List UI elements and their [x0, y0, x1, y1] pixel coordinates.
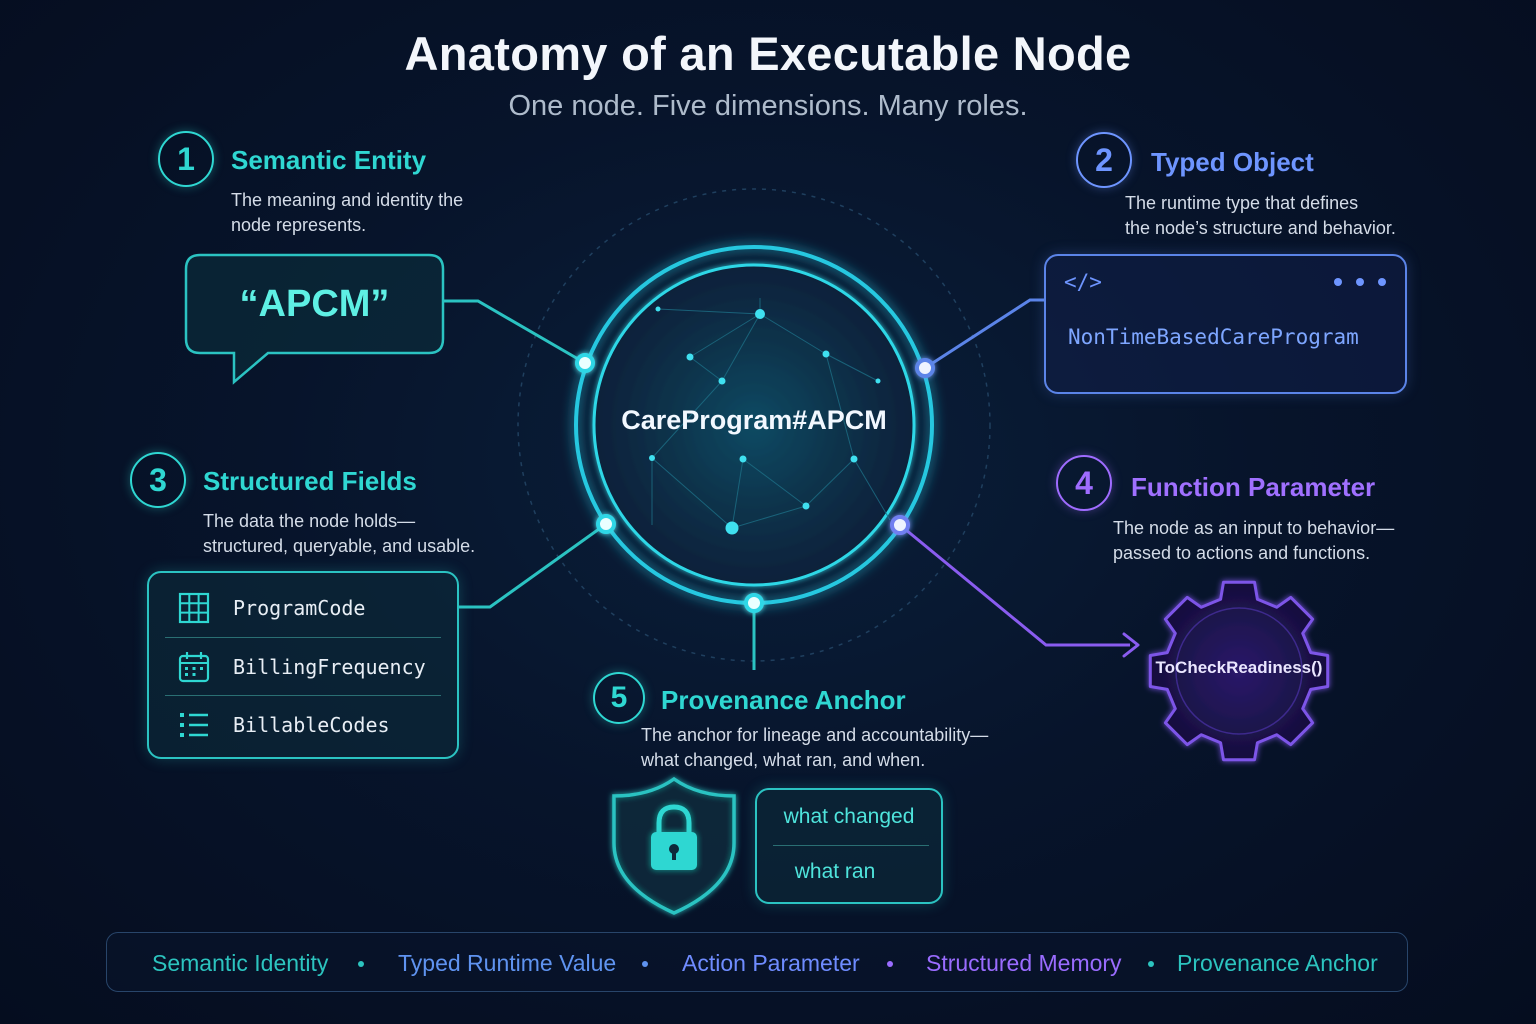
section-4-description-line: The node as an input to behavior—	[1113, 518, 1395, 538]
section-2-number: 2	[1076, 132, 1132, 188]
calendar-icon	[178, 652, 210, 683]
type-card: </> NonTimeBasedCareProgram	[1044, 254, 1407, 394]
semantic-quote: “APCM”	[239, 283, 390, 325]
grid-icon	[178, 592, 210, 624]
center-node-label: CareProgram#APCM	[621, 405, 887, 435]
footer-item: Structured Memory	[926, 950, 1122, 976]
page-title: Anatomy of an Executable Node	[404, 27, 1132, 80]
section-4-number: 4	[1056, 455, 1112, 511]
section-5-description-line: The anchor for lineage and accountabilit…	[641, 725, 989, 745]
function-name: ToCheckReadiness()	[1155, 658, 1323, 677]
section-1-description: The meaning and identity the node repres…	[231, 188, 531, 238]
shield-lock-icon	[612, 776, 736, 915]
section-4-description: The node as an input to behavior— passed…	[1113, 516, 1443, 566]
footer-dot	[642, 961, 648, 967]
field-row: BillableCodes	[165, 695, 441, 754]
connector-function-parameter	[899, 523, 1130, 647]
section-2-title: Typed Object	[1151, 147, 1314, 177]
section-1-description-line: The meaning and identity the	[231, 190, 464, 210]
section-5-title: Provenance Anchor	[661, 685, 906, 715]
field-row: BillingFrequency	[165, 637, 441, 696]
list-icon	[180, 713, 208, 737]
arrow-head-function	[1122, 632, 1140, 658]
field-label: ProgramCode	[233, 596, 366, 620]
section-1-title: Semantic Entity	[231, 145, 427, 175]
page-subtitle: One node. Five dimensions. Many roles.	[508, 90, 1028, 122]
provenance-card: what changed what ran	[755, 788, 943, 904]
section-2-description: The runtime type that defines the node’s…	[1125, 191, 1445, 241]
code-tag-icon: </>	[1064, 270, 1102, 294]
section-1-number: 1	[158, 131, 214, 187]
ring-anchor-points	[575, 353, 935, 613]
footer-item: Provenance Anchor	[1177, 950, 1378, 976]
footer-dot	[1148, 961, 1154, 967]
section-5-number: 5	[593, 672, 645, 724]
section-4-description-line: passed to actions and functions.	[1113, 543, 1371, 563]
footer-item: Semantic Identity	[152, 950, 329, 976]
speech-bubble	[184, 253, 445, 385]
connector-semantic-entity	[443, 299, 586, 365]
section-3-title: Structured Fields	[203, 466, 417, 496]
section-3-number: 3	[130, 452, 186, 508]
more-options-icon	[1332, 278, 1388, 288]
section-3-description-line: The data the node holds—	[203, 511, 416, 531]
field-row: ProgramCode	[165, 579, 441, 637]
network-pattern	[651, 298, 891, 529]
section-5-description-line: what changed, what ran, and when.	[641, 750, 926, 770]
provenance-divider	[773, 845, 929, 846]
fields-card: ProgramCode BillingFrequency BillableCod…	[147, 571, 459, 759]
section-3-description-line: structured, queryable, and usable.	[203, 536, 476, 556]
connector-typed-object	[924, 298, 1044, 370]
network-nodes	[649, 306, 881, 535]
section-2-description-line: The runtime type that defines	[1125, 193, 1359, 213]
footer-legend: Semantic Identity Typed Runtime Value Ac…	[106, 932, 1408, 992]
section-2-description-line: the node’s structure and behavior.	[1125, 218, 1396, 238]
section-4-title: Function Parameter	[1131, 472, 1376, 502]
footer-dot	[358, 961, 364, 967]
connector-structured-fields	[459, 522, 607, 609]
footer-item: Typed Runtime Value	[398, 950, 617, 976]
section-3-description: The data the node holds— structured, que…	[203, 509, 523, 559]
field-label: BillableCodes	[233, 713, 390, 737]
section-5-description: The anchor for lineage and accountabilit…	[641, 723, 1001, 773]
provenance-item: what changed	[783, 805, 915, 828]
section-1-description-line: node represents.	[231, 215, 367, 235]
footer-dot	[887, 961, 893, 967]
gear-icon	[1148, 580, 1330, 762]
core-node-body	[592, 263, 916, 587]
footer-item: Action Parameter	[682, 950, 860, 976]
field-label: BillingFrequency	[233, 655, 426, 679]
provenance-item: what ran	[794, 860, 876, 883]
type-name: NonTimeBasedCareProgram	[1068, 325, 1359, 349]
